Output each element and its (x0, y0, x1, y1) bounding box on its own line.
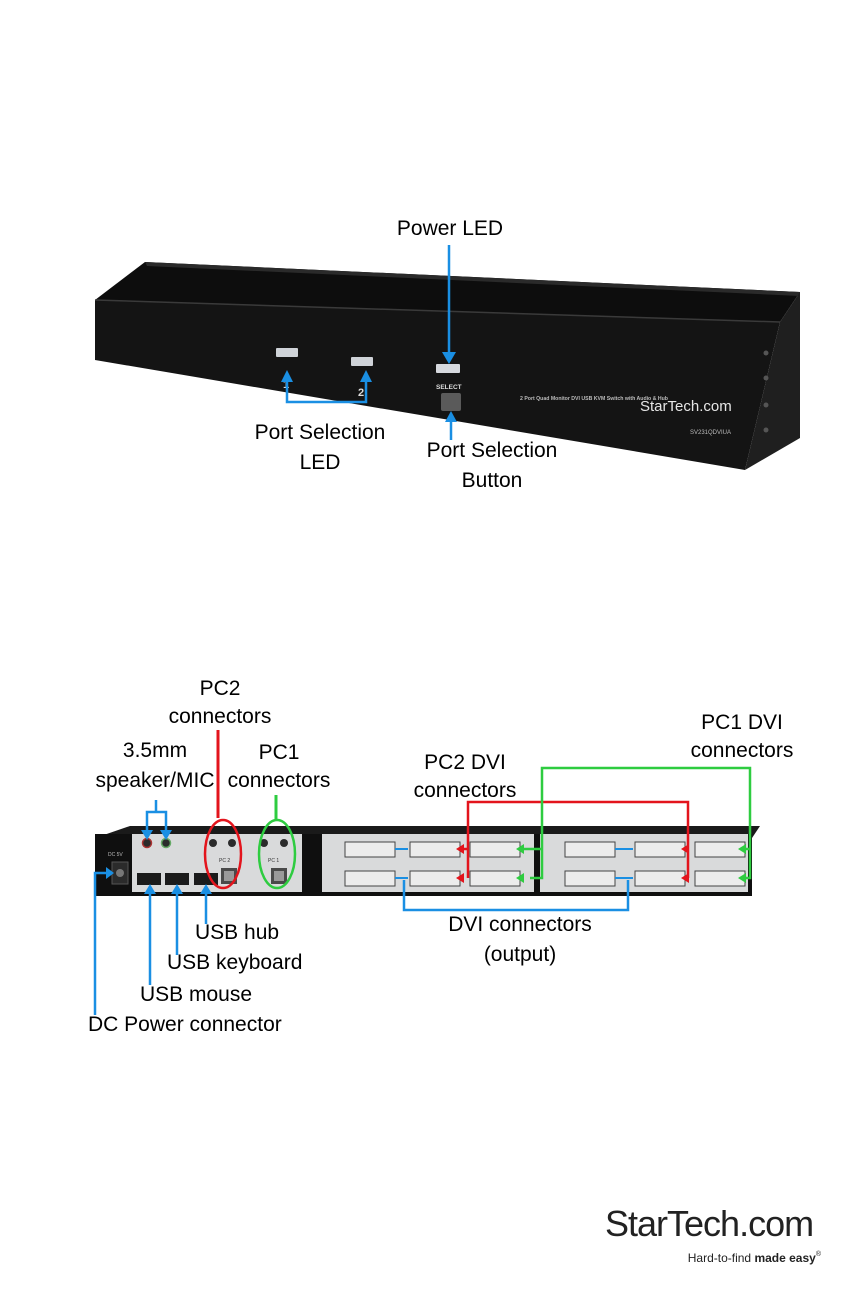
dvi-output-label-2: (output) (483, 943, 557, 966)
audio-label: 3.5mm (122, 739, 188, 762)
pc1-dvi-label: PC1 DVI (701, 711, 783, 734)
dvi-output-label: DVI connectors (448, 913, 592, 936)
pc2-connectors-label: PC2 (199, 677, 241, 700)
power-led-label: Power LED (396, 217, 504, 240)
brand-tagline: Hard-to-find made easy® (687, 1251, 821, 1265)
pc2-port-label: PC 2 (219, 858, 230, 864)
port2-led (351, 357, 373, 366)
port-selection-button-label-2: Button (461, 469, 523, 492)
port-selection-button-label: Port Selection (426, 439, 558, 462)
device-brand: StarTech.com (640, 398, 732, 415)
brand-name: StarTech.com (605, 1203, 814, 1244)
port-selection-led-label: Port Selection (254, 421, 386, 444)
select-label: SELECT (436, 384, 462, 391)
device-model-number: SV231QDVIUA (690, 430, 731, 436)
usb-hub-label: USB hub (195, 921, 280, 944)
audio-label-2: speaker/MIC (95, 769, 215, 792)
usb-mouse-label: USB mouse (140, 983, 253, 1006)
pc1-dvi-label-2: connectors (690, 739, 794, 762)
svg-text:DC 5V: DC 5V (108, 852, 123, 858)
front-panel-illustration: 1 2 SELECT StarTech.com 2 Port Quad Moni… (94, 245, 800, 470)
startech-logo: StarTech.com Hard-to-find made easy® (605, 1203, 825, 1271)
port-selection-button (441, 393, 461, 411)
pc2-dvi-label-2: connectors (413, 779, 517, 802)
dc-power-label: DC Power connector (88, 1013, 282, 1036)
port1-led (276, 348, 298, 357)
usb-keyboard-label: USB keyboard (167, 951, 303, 974)
pc2-dvi-label: PC2 DVI (424, 751, 506, 774)
power-led (436, 364, 460, 373)
pc1-connectors-label: PC1 (258, 741, 300, 764)
port-selection-led-label-2: LED (299, 451, 341, 474)
rear-panel-illustration: DC 5V PC 2 PC 1 (93, 730, 760, 1015)
port2-number: 2 (358, 387, 364, 399)
pc1-connectors-label-2: connectors (227, 769, 331, 792)
pc2-connectors-label-2: connectors (168, 705, 272, 728)
pc1-port-label: PC 1 (268, 858, 279, 864)
device-model-text: 2 Port Quad Monitor DVI USB KVM Switch w… (520, 396, 668, 402)
